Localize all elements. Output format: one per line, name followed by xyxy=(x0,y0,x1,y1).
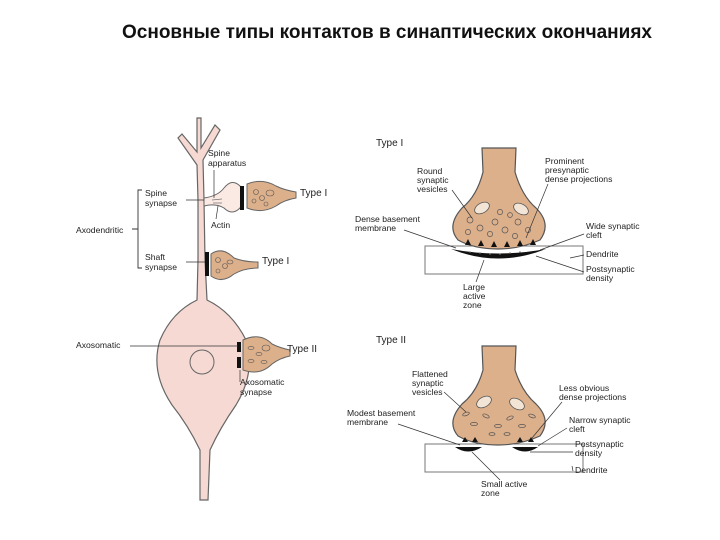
flattened-vesicles-leader xyxy=(444,392,466,412)
shaft-postsynaptic-density xyxy=(205,252,209,276)
shaft-terminal xyxy=(211,251,258,280)
spine-postsynaptic-density xyxy=(240,186,244,210)
dense-basement-leader xyxy=(404,230,456,248)
actin-leader xyxy=(216,206,218,219)
shaft-type-label: Type I xyxy=(262,256,289,267)
axosomatic-label: Axosomatic xyxy=(76,340,121,350)
modest-basement-leader xyxy=(398,424,460,445)
spine-type-label: Type I xyxy=(300,188,327,199)
axodendritic-label: Axodendritic xyxy=(76,225,124,235)
neuron-body xyxy=(157,118,249,500)
neuron-nucleus xyxy=(190,350,214,374)
soma-terminal xyxy=(243,337,290,372)
type-i-dendrite xyxy=(425,246,583,274)
type-i-heading: Type I xyxy=(376,138,403,149)
type-ii-terminal xyxy=(453,346,545,445)
dendritic-spine xyxy=(204,182,243,212)
type-i-dendrite-label: Dendrite xyxy=(586,249,619,259)
type-ii-dendrite-label: Dendrite xyxy=(575,465,608,475)
actin-label: Actin xyxy=(211,220,230,230)
type-ii-heading: Type II xyxy=(376,335,406,346)
neuron-illustration xyxy=(130,118,296,500)
type-ii-synapse xyxy=(425,346,583,472)
soma-type-label: Type II xyxy=(287,344,317,355)
type-ii-dendrite xyxy=(425,444,583,472)
axodendritic-bracket xyxy=(132,190,142,268)
